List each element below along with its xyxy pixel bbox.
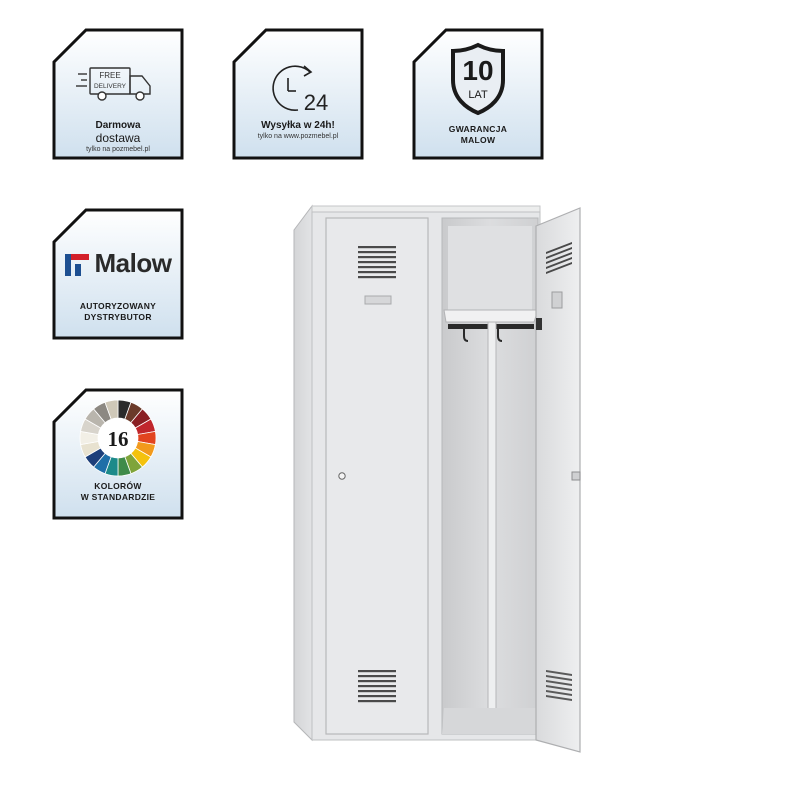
shield-icon: 10 LAT	[451, 42, 505, 116]
authorized-distributor-badge: Malow AUTORYZOWANY DYSTRYBUTOR	[52, 208, 184, 340]
badge-line-2: W STANDARDZIE	[80, 492, 156, 502]
delivery-truck-icon: FREE DELIVERY	[76, 67, 151, 101]
badge-line-2: DYSTRYBUTOR	[84, 312, 152, 322]
malow-logo: Malow	[64, 248, 172, 279]
svg-text:LAT: LAT	[468, 89, 488, 101]
svg-text:FREE: FREE	[99, 71, 120, 80]
badge-line-1: GWARANCJA	[448, 124, 508, 134]
badge-frame	[52, 208, 184, 340]
badge-note: tylko na pozmebel.pl	[86, 146, 150, 153]
badge-title: Wysyłka w 24h!	[261, 120, 335, 131]
svg-text:24: 24	[304, 90, 328, 115]
svg-text:DELIVERY: DELIVERY	[94, 83, 127, 90]
malow-wordmark: Malow	[94, 248, 172, 278]
badge-title: Darmowa	[95, 120, 141, 131]
locker-illustration	[293, 204, 581, 753]
badge-frame	[232, 28, 364, 160]
svg-text:10: 10	[462, 55, 493, 86]
svg-text:16: 16	[108, 427, 129, 451]
color-wheel-icon: 16	[79, 399, 157, 477]
colors-badge: 16 KOLORÓW W STANDARDZIE	[52, 388, 184, 520]
badge-note: tylko na www.pozmebel.pl	[257, 133, 339, 140]
clock-24-icon: 24	[272, 65, 328, 115]
malow-logo-icon	[64, 253, 89, 276]
shipping-24h-badge: 24 Wysyłka w 24h! tylko na www.pozmebel.…	[232, 28, 364, 160]
product-image-locker	[290, 200, 590, 760]
badge-line-1: AUTORYZOWANY	[79, 301, 157, 311]
badge-subtitle: dostawa	[95, 131, 141, 145]
badge-line-1: KOLORÓW	[94, 481, 142, 491]
free-delivery-badge: FREE DELIVERY Darmowa dostawa tylko na p…	[52, 28, 184, 160]
warranty-badge: 10 LAT GWARANCJA MALOW	[412, 28, 544, 160]
badge-line-2: MALOW	[460, 135, 496, 145]
